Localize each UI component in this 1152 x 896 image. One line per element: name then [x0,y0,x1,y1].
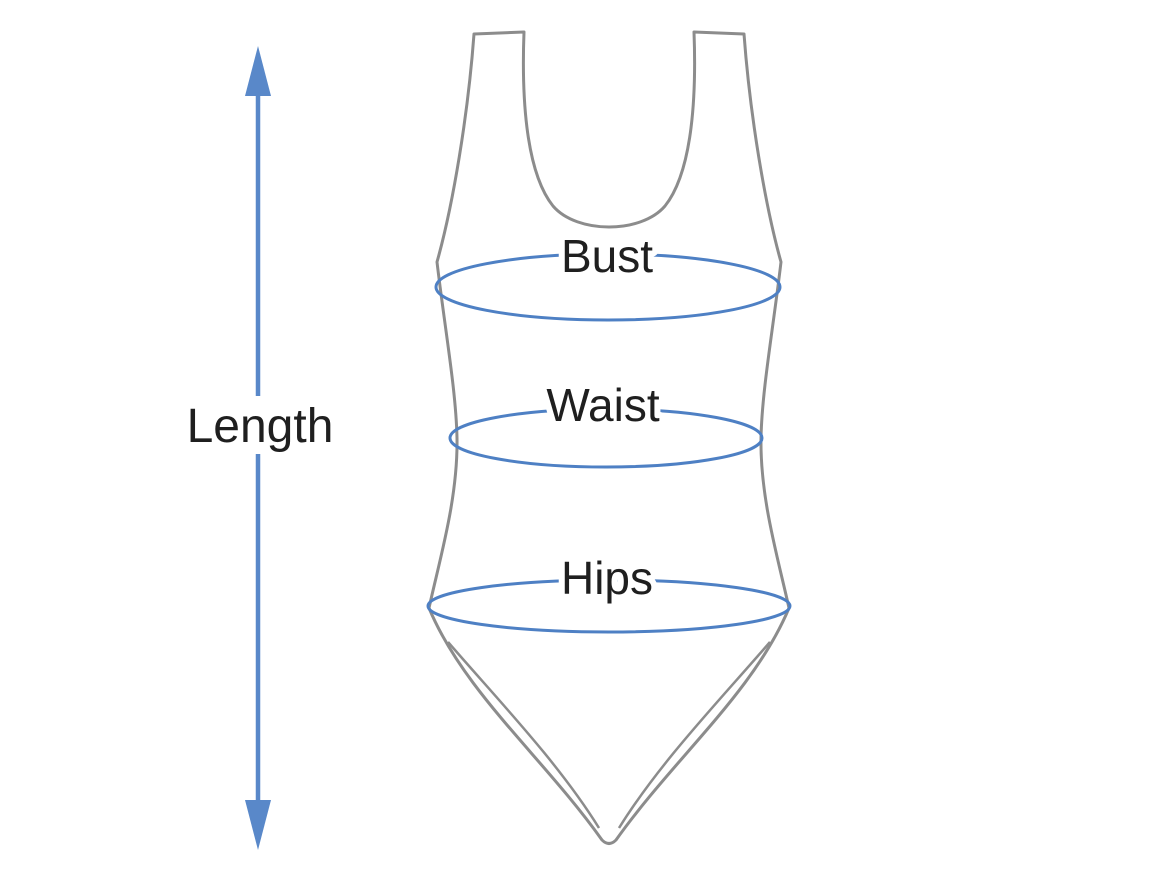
waist-measurement-line [448,407,764,469]
left-leg-hem-line [447,641,601,829]
length-label-background [166,396,352,454]
hips-measurement-line [426,578,792,634]
bust-measurement-line [434,252,782,322]
bust-label: Bust [561,230,653,282]
arrow-down-icon [245,800,271,850]
hips-label: Hips [561,552,653,604]
swimsuit-outline [427,30,791,845]
waist-label: Waist [546,379,660,431]
arrow-up-icon [245,46,271,96]
length-arrow: Length [166,46,352,850]
length-label: Length [187,400,334,453]
right-leg-hem-line [617,641,771,829]
